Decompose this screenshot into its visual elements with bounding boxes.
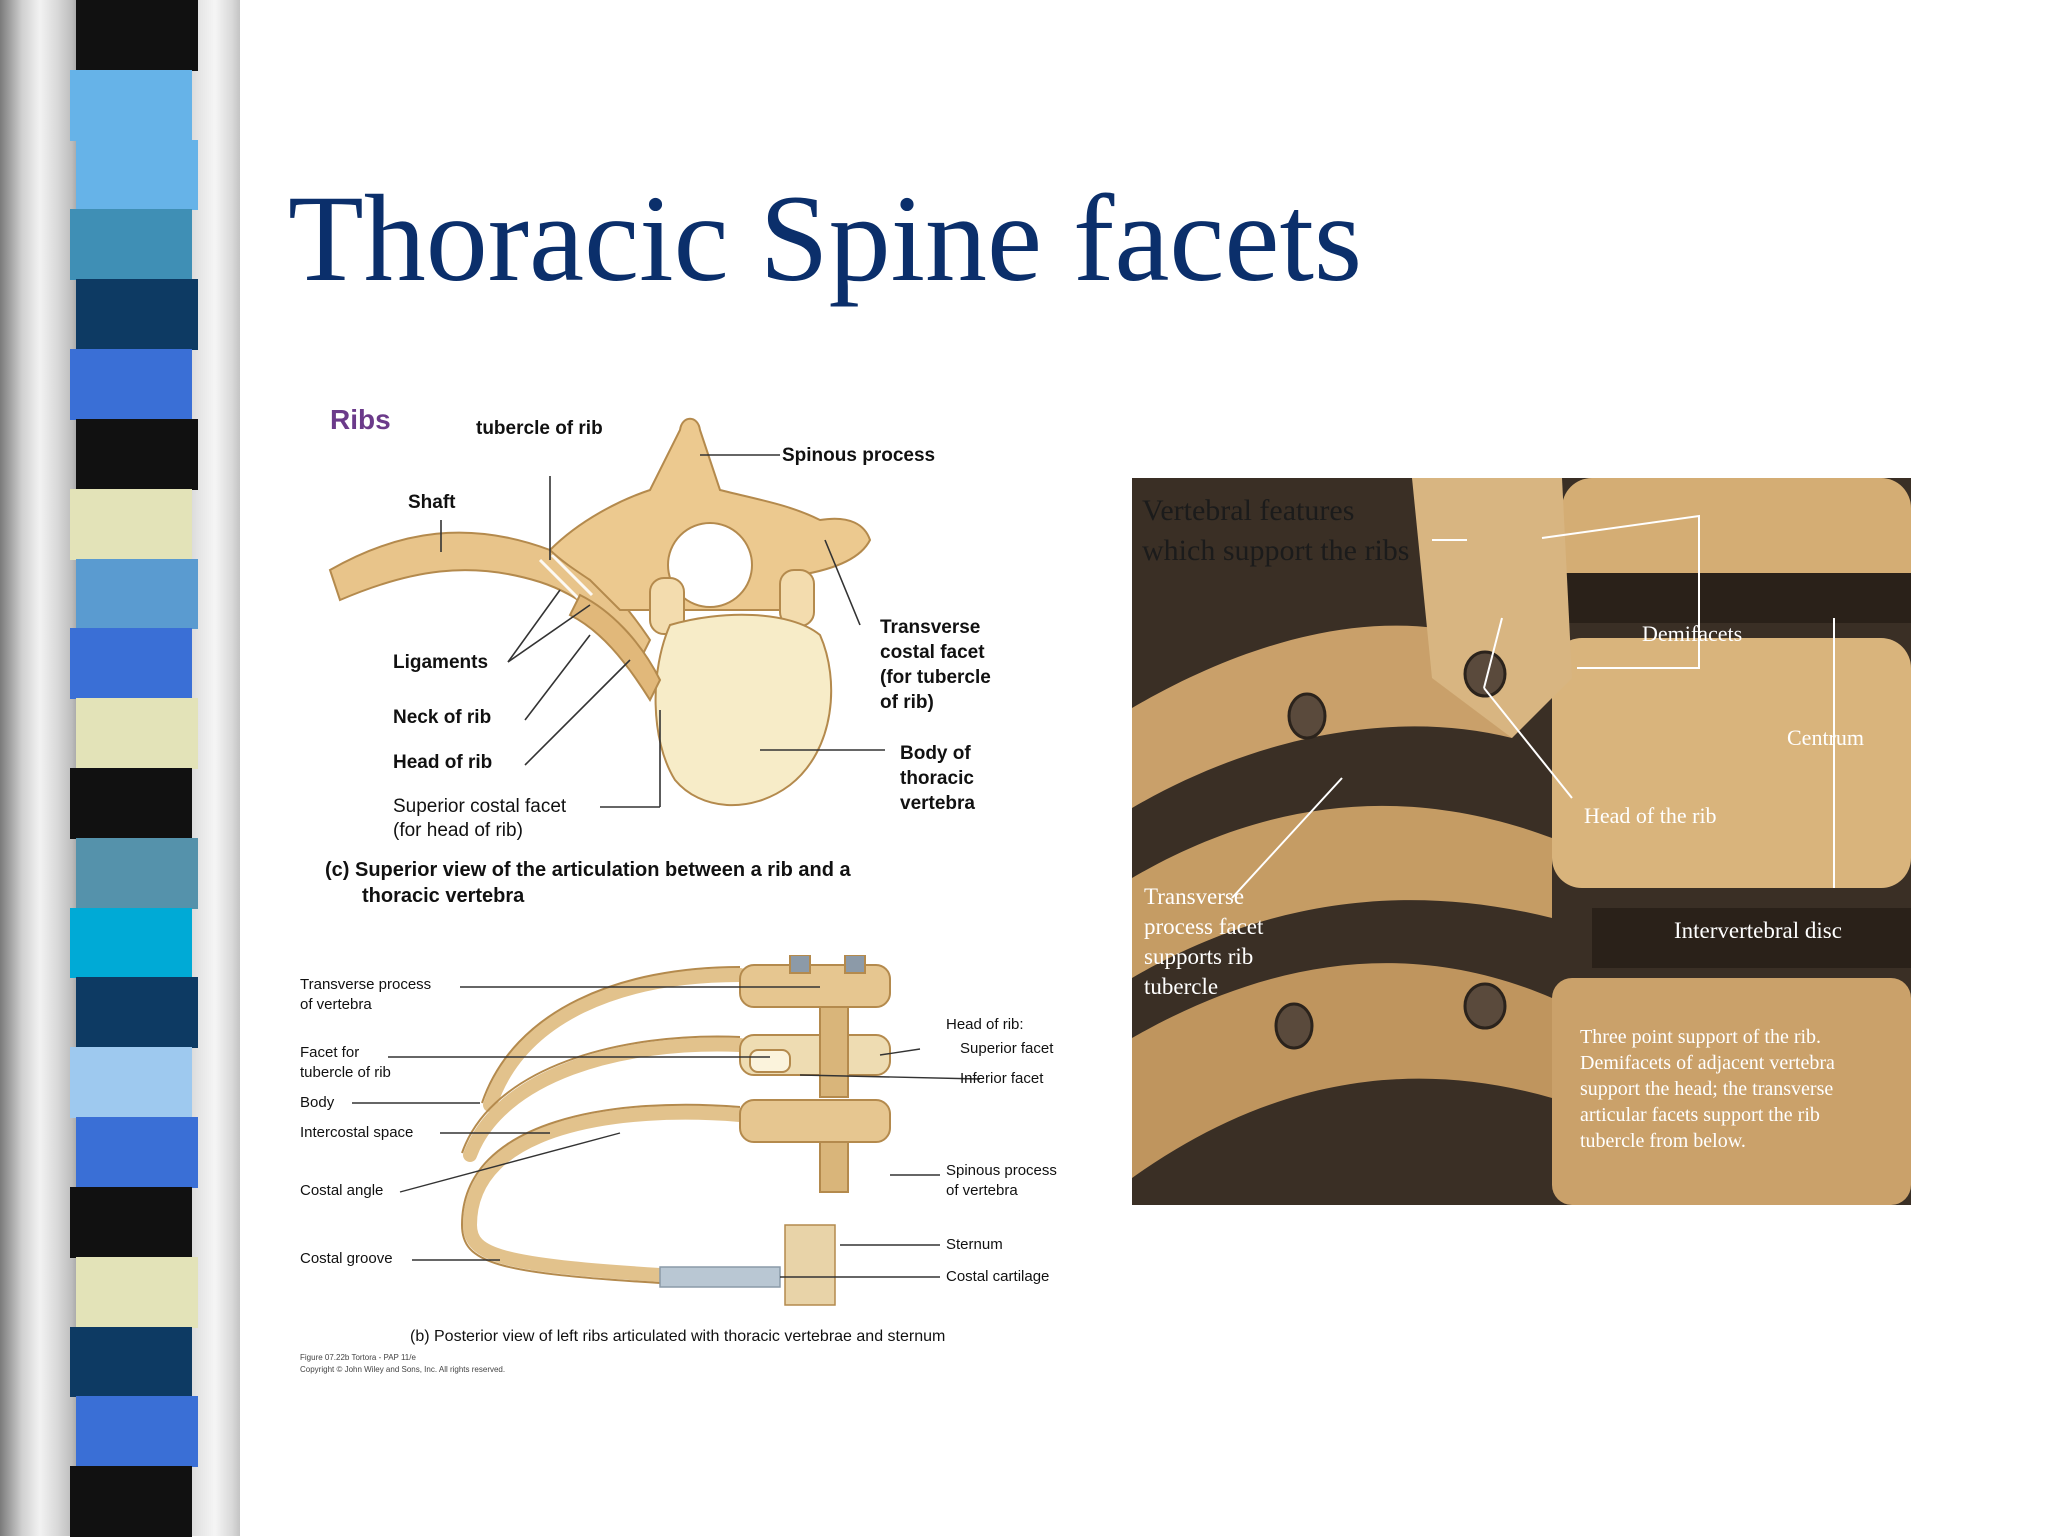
label-superior-costal-facet-note: (for head of rib) <box>393 820 523 841</box>
label-transverse-costal-facet-3: (for tubercle <box>880 667 991 688</box>
sternum-shape <box>784 1224 836 1306</box>
label-spinous-process: Spinous process <box>782 445 936 466</box>
label-body-of-vertebra-2: thoracic <box>900 768 974 789</box>
color-strip <box>76 1117 198 1188</box>
label-superior-facet: Superior facet <box>960 1040 1054 1057</box>
superior-view-illustration <box>328 417 885 808</box>
photo-note-line-2: Demifacets of adjacent vertebra <box>1580 1052 1835 1074</box>
label-transverse-costal-facet-1: Transverse <box>880 617 981 638</box>
color-strip <box>70 768 192 839</box>
photo-label-transverse-facet-2: process facet <box>1144 914 1264 939</box>
photo-title-line-2: which support the ribs <box>1142 534 1410 567</box>
color-strip <box>76 0 198 71</box>
figure-credit-line-1: Figure 07.22b Tortora - PAP 11/e <box>300 1353 416 1362</box>
label-body: Body <box>300 1094 335 1111</box>
label-spinous-process-of-vertebra-1: Spinous process <box>946 1162 1057 1179</box>
label-costal-angle: Costal angle <box>300 1182 384 1199</box>
photo-label-transverse-facet-4: tubercle <box>1144 974 1219 999</box>
posterior-view-illustration <box>352 955 981 1306</box>
label-costal-groove: Costal groove <box>300 1250 393 1267</box>
rib-neck-shape <box>568 593 662 703</box>
color-strip <box>76 279 198 351</box>
photo-label-intervertebral-disc: Intervertebral disc <box>1674 918 1842 943</box>
color-strip <box>76 1256 198 1328</box>
vertebral-foramen-shape <box>667 522 753 608</box>
color-strip <box>70 628 192 700</box>
photo-note-line-4: articular facets support the rib <box>1580 1104 1820 1126</box>
ribs-shapes <box>462 968 747 1282</box>
label-intercostal-space: Intercostal space <box>300 1124 414 1141</box>
color-strip <box>70 488 192 560</box>
label-inferior-facet: Inferior facet <box>960 1070 1044 1087</box>
left-decoration-bar <box>0 0 240 1537</box>
color-strip <box>70 349 192 420</box>
photo-label-transverse-facet-1: Transverse <box>1144 884 1245 909</box>
label-shaft: Shaft <box>408 492 456 513</box>
posterior-view-caption: (b) Posterior view of left ribs articula… <box>410 1328 946 1345</box>
color-strip <box>76 1396 198 1468</box>
label-transverse-process-of-vertebra-1: Transverse process <box>300 976 432 993</box>
photo-title-line-1: Vertebral features <box>1142 494 1355 527</box>
vertebra-photo-illustration <box>1132 478 1911 1205</box>
label-ligaments: Ligaments <box>393 652 489 673</box>
photo-label-head-of-rib: Head of the rib <box>1584 803 1717 828</box>
label-transverse-costal-facet-2: costal facet <box>880 642 985 663</box>
color-strip <box>70 209 192 281</box>
ribs-heading: Ribs <box>330 404 391 435</box>
photo-label-demifacets: Demifacets <box>1642 621 1743 646</box>
color-strip <box>70 1466 192 1537</box>
label-head-of-rib: Head of rib <box>393 752 493 773</box>
label-facet-for-tubercle-2: tubercle of rib <box>300 1064 391 1081</box>
color-strip <box>70 1186 192 1258</box>
label-head-of-rib: Head of rib: <box>946 1016 1024 1033</box>
vertebral-body-shape <box>654 613 833 806</box>
figure-credit-line-2: Copyright © John Wiley and Sons, Inc. Al… <box>300 1365 506 1374</box>
label-neck-of-rib: Neck of rib <box>393 707 492 728</box>
color-strip <box>76 418 198 490</box>
color-strip <box>76 977 198 1049</box>
label-costal-cartilage: Costal cartilage <box>946 1268 1050 1285</box>
color-strip <box>70 1326 192 1398</box>
color-strip <box>76 558 198 630</box>
slide-title: Thoracic Spine facets <box>288 170 1363 307</box>
color-strip <box>76 698 198 769</box>
photo-note-line-5: tubercle from below. <box>1580 1130 1746 1152</box>
photo-note-line-3: support the head; the transverse <box>1580 1078 1834 1100</box>
photo-label-centrum: Centrum <box>1787 725 1864 750</box>
color-strip <box>76 837 198 909</box>
superior-view-caption-1: (c) Superior view of the articulation be… <box>325 859 851 881</box>
color-strip <box>76 139 198 211</box>
label-sternum: Sternum <box>946 1236 1003 1253</box>
label-superior-costal-facet: Superior costal facet <box>393 796 567 817</box>
photo-note-line-1: Three point support of the rib. <box>1580 1026 1822 1048</box>
label-body-of-vertebra-1: Body of <box>900 743 971 764</box>
vertebrae-stack-shape <box>739 955 891 1193</box>
label-transverse-process-of-vertebra-2: of vertebra <box>300 996 372 1013</box>
vertebra-photo-panel: Vertebral features which support the rib… <box>1132 478 1911 1205</box>
label-body-of-vertebra-3: vertebra <box>900 793 975 814</box>
color-strip <box>70 907 192 979</box>
label-spinous-process-of-vertebra-2: of vertebra <box>946 1182 1018 1199</box>
label-transverse-costal-facet-4: of rib) <box>880 692 934 713</box>
label-tubercle-of-rib: tubercle of rib <box>476 418 603 439</box>
label-facet-for-tubercle-1: Facet for <box>300 1044 360 1061</box>
color-strip <box>70 69 192 141</box>
superior-view-caption-2: thoracic vertebra <box>362 885 525 907</box>
costal-cartilage-shape <box>659 1266 781 1288</box>
photo-label-transverse-facet-3: supports rib <box>1144 944 1254 969</box>
color-strip <box>70 1047 192 1119</box>
right-superior-process-shape <box>779 569 815 627</box>
